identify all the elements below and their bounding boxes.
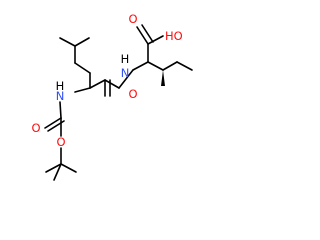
leucine-backbone [74,72,120,97]
boc-nh-hydrogen-label: H [56,79,65,93]
amide-nh-hydrogen-label: H [121,52,130,66]
amide-nitrogen-label: N [121,66,130,80]
methyl-wedge-bond [161,70,165,86]
boc-nitrogen-label: N [56,89,65,103]
boc-ester-oxygen-label: O [56,135,65,149]
boc-carbonyl-oxygen-label: O [31,121,40,135]
amide-oxygen-label: O [128,87,137,101]
molecule-structure: O HO H N O H N O O [31,12,193,181]
carboxyl-oxygen-label: O [128,12,137,26]
isoleucine-fragment [136,24,193,86]
isobutyl-side-chain [59,37,91,74]
amide-link [118,61,149,89]
carboxyl-hydroxyl-label: HO [165,29,183,43]
boc-group [44,101,77,181]
